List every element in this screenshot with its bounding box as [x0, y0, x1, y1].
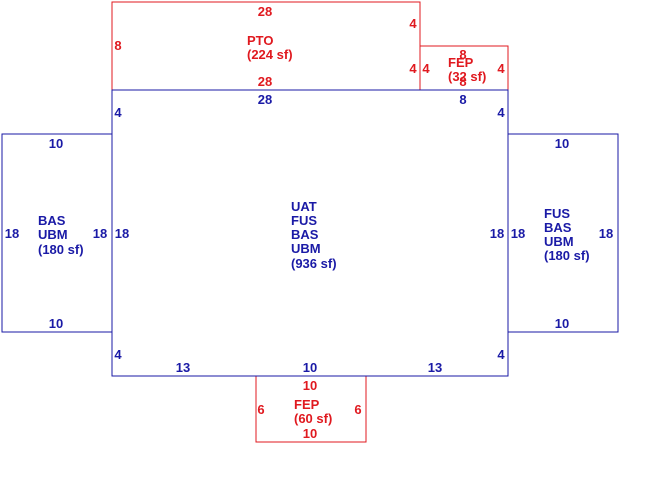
fep-bottom-dim-left: 6 — [257, 402, 264, 417]
pto-dim-left: 8 — [114, 38, 121, 53]
main-dim-corner-top-left: 4 — [114, 105, 122, 120]
right-wing-dim-left: 18 — [511, 226, 525, 241]
fep-top-dim-top: 8 — [459, 47, 466, 62]
fep-bottom-dim-bottom: 10 — [303, 426, 317, 441]
left-wing-dim-top: 10 — [49, 136, 63, 151]
main-area: (936 sf) — [291, 256, 337, 271]
pto-dim-right-upper: 4 — [409, 16, 417, 31]
left-wing-code-1: BAS — [38, 213, 66, 228]
main-dim-right: 18 — [490, 226, 504, 241]
main-dim-corner-top-right: 4 — [497, 105, 505, 120]
main-dim-corner-bottom-left: 4 — [114, 347, 122, 362]
left-wing-dim-bottom: 10 — [49, 316, 63, 331]
main-dim-bottom-mid: 10 — [303, 360, 317, 375]
main-dim-bottom-right: 13 — [428, 360, 442, 375]
main-area-outline — [111, 89, 509, 377]
main-code-3: BAS — [291, 227, 319, 242]
right-wing-code-2: BAS — [544, 220, 572, 235]
main-dim-bottom-left: 13 — [176, 360, 190, 375]
main-dim-top: 28 — [258, 92, 272, 107]
fep-bottom-code: FEP — [294, 397, 320, 412]
fep-bottom-dim-right: 6 — [354, 402, 361, 417]
pto-dim-bottom: 28 — [258, 74, 272, 89]
right-wing-dim-bottom: 10 — [555, 316, 569, 331]
right-wing-code-3: UBM — [544, 234, 574, 249]
right-wing-area: (180 sf) — [544, 248, 590, 263]
main-code-4: UBM — [291, 241, 321, 256]
left-wing-dim-right: 18 — [93, 226, 107, 241]
right-wing-dim-right: 18 — [599, 226, 613, 241]
fep-top-dim-left: 4 — [422, 61, 430, 76]
pto-code: PTO — [247, 33, 274, 48]
fep-top-dim-bottom: 8 — [459, 74, 466, 89]
pto-dim-top: 28 — [258, 4, 272, 19]
pto-area: (224 sf) — [247, 47, 293, 62]
left-wing-area: (180 sf) — [38, 242, 84, 257]
left-wing-code-2: UBM — [38, 227, 68, 242]
main-dim-left: 18 — [115, 226, 129, 241]
main-dim-corner-bottom-right: 4 — [497, 347, 505, 362]
main-code-1: UAT — [291, 199, 317, 214]
fep-top-dim-right: 4 — [497, 61, 505, 76]
right-wing-code-1: FUS — [544, 206, 570, 221]
fep-top-area: (32 sf) — [448, 69, 486, 84]
fep-bottom-area: (60 sf) — [294, 411, 332, 426]
fep-bottom-dim-top: 10 — [303, 378, 317, 393]
left-wing-dim-left: 18 — [5, 226, 19, 241]
right-wing-dim-top: 10 — [555, 136, 569, 151]
pto-dim-right-lower: 4 — [409, 61, 417, 76]
main-code-2: FUS — [291, 213, 317, 228]
main-dim-fep-top: 8 — [459, 92, 466, 107]
fep-top-code: FEP — [448, 55, 474, 70]
